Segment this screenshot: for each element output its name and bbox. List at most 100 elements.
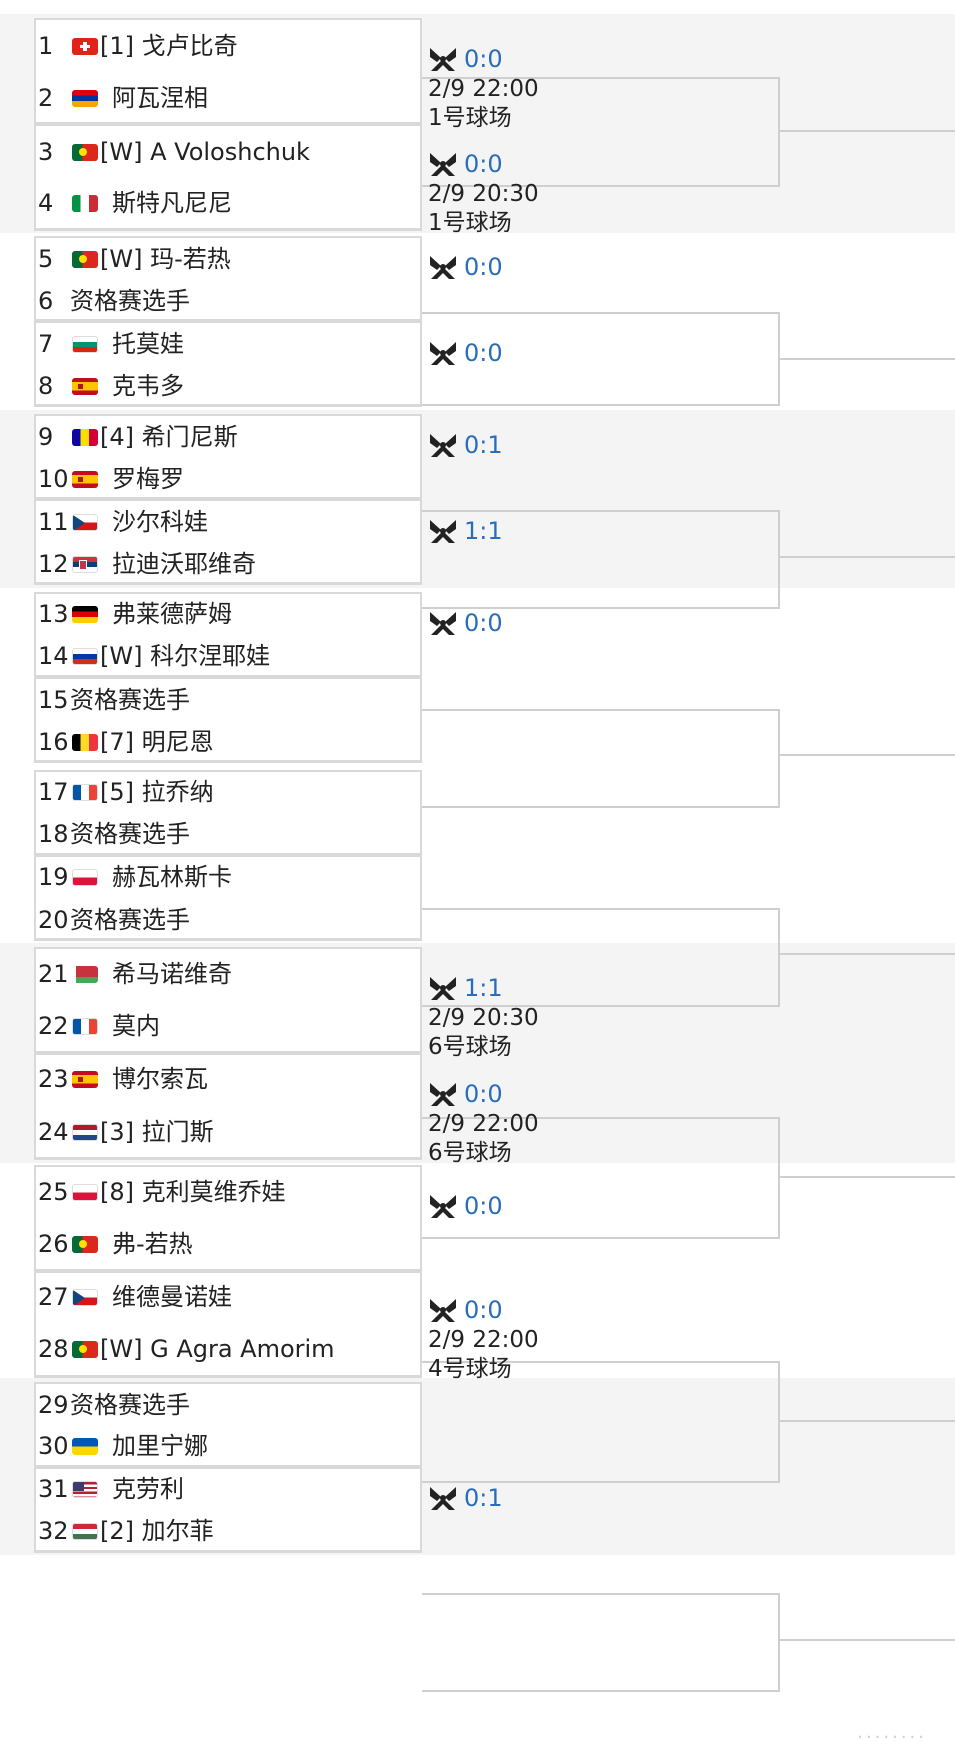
player-row[interactable]: 5[W] 玛-若热 <box>38 243 231 275</box>
match-score-link[interactable]: 0:0 <box>428 45 503 73</box>
player-name[interactable]: 拉迪沃耶维奇 <box>112 550 256 578</box>
match-score[interactable]: 0:0 <box>464 1296 503 1324</box>
player-name[interactable]: 弗-若热 <box>112 1230 193 1258</box>
match-score[interactable]: 0:0 <box>464 1080 503 1108</box>
player-row[interactable]: 3[W] A Voloshchuk <box>38 136 310 168</box>
player-row[interactable]: 16[7] 明尼恩 <box>38 726 214 758</box>
match-score[interactable]: 0:0 <box>464 45 503 73</box>
player-name[interactable]: 克劳利 <box>112 1475 184 1503</box>
match-score[interactable]: 0:0 <box>464 253 503 281</box>
pair-box <box>34 1382 422 1468</box>
player-row[interactable]: 14[W] 科尔涅耶娃 <box>38 640 270 672</box>
player-name[interactable]: [1] 戈卢比奇 <box>100 32 238 60</box>
player-name[interactable]: 资格赛选手 <box>70 686 190 714</box>
player-name[interactable]: 希马诺维奇 <box>112 960 232 988</box>
player-name[interactable]: 托莫娃 <box>112 330 184 358</box>
bracket-connector <box>422 77 780 187</box>
player-row[interactable]: 24[3] 拉门斯 <box>38 1116 214 1148</box>
player-name[interactable]: 弗莱德萨姆 <box>112 600 232 628</box>
seed-number: 26 <box>38 1230 69 1258</box>
player-name[interactable]: 罗梅罗 <box>112 465 184 493</box>
match-score[interactable]: 0:0 <box>464 609 503 637</box>
player-name[interactable]: 维德曼诺娃 <box>112 1283 232 1311</box>
player-name[interactable]: 博尔索瓦 <box>112 1065 208 1093</box>
match-score[interactable]: 0:0 <box>464 339 503 367</box>
match-score[interactable]: 0:0 <box>464 1192 503 1220</box>
match-score[interactable]: 0:0 <box>464 150 503 178</box>
match-score-link[interactable]: 0:0 <box>428 1296 503 1324</box>
player-name[interactable]: 克韦多 <box>112 372 184 400</box>
player-name[interactable]: 资格赛选手 <box>70 906 190 934</box>
player-row[interactable]: 26 弗-若热 <box>38 1228 193 1260</box>
player-name[interactable]: 加里宁娜 <box>112 1432 208 1460</box>
player-name[interactable]: 资格赛选手 <box>70 1391 190 1419</box>
player-row[interactable]: 27 维德曼诺娃 <box>38 1281 232 1313</box>
czech-flag-icon <box>72 1288 98 1306</box>
seed-number: 27 <box>38 1283 69 1311</box>
player-name[interactable]: 阿瓦涅相 <box>112 84 208 112</box>
player-name[interactable]: [7] 明尼恩 <box>100 728 214 756</box>
player-name[interactable]: [W] A Voloshchuk <box>100 138 310 166</box>
player-row[interactable]: 13 弗莱德萨姆 <box>38 598 232 630</box>
match-score[interactable]: 1:1 <box>464 974 503 1002</box>
player-name[interactable]: 斯特凡尼尼 <box>112 189 232 217</box>
player-name[interactable]: 莫内 <box>112 1012 160 1040</box>
match-score-link[interactable]: 0:0 <box>428 1192 503 1220</box>
player-name[interactable]: 赫瓦林斯卡 <box>112 863 232 891</box>
match-score-link[interactable]: 0:0 <box>428 339 503 367</box>
match-score-link[interactable]: 0:1 <box>428 1484 503 1512</box>
match-score-link[interactable]: 0:0 <box>428 253 503 281</box>
player-name[interactable]: [8] 克利莫维乔娃 <box>100 1178 286 1206</box>
player-name[interactable]: [2] 加尔菲 <box>100 1517 214 1545</box>
player-name[interactable]: [3] 拉门斯 <box>100 1118 214 1146</box>
match-score[interactable]: 1:1 <box>464 517 503 545</box>
match-score-link[interactable]: 0:1 <box>428 431 503 459</box>
player-name[interactable]: 资格赛选手 <box>70 820 190 848</box>
match-time: 2/9 22:00 <box>428 1111 539 1137</box>
match-score-link[interactable]: 1:1 <box>428 974 503 1002</box>
player-name[interactable]: [W] 科尔涅耶娃 <box>100 642 271 670</box>
match-score-link[interactable]: 0:0 <box>428 1080 503 1108</box>
player-name[interactable]: [W] G Agra Amorim <box>100 1335 335 1363</box>
player-row[interactable]: 9[4] 希门尼斯 <box>38 421 238 453</box>
player-name[interactable]: [4] 希门尼斯 <box>100 423 238 451</box>
player-name[interactable]: [5] 拉乔纳 <box>100 778 214 806</box>
match-score-link[interactable]: 0:0 <box>428 609 503 637</box>
seed-number: 32 <box>38 1517 69 1545</box>
tennis-match-icon <box>428 517 458 545</box>
player-name[interactable]: [W] 玛-若热 <box>100 245 231 273</box>
player-row[interactable]: 25[8] 克利莫维乔娃 <box>38 1176 286 1208</box>
player-name[interactable]: 资格赛选手 <box>70 287 190 315</box>
player-name[interactable]: 沙尔科娃 <box>112 508 208 536</box>
player-row[interactable]: 28[W] G Agra Amorim <box>38 1333 335 1365</box>
bracket-connector <box>422 1593 780 1692</box>
match-score-link[interactable]: 1:1 <box>428 517 503 545</box>
match-score[interactable]: 0:1 <box>464 1484 503 1512</box>
player-row[interactable]: 1[1] 戈卢比奇 <box>38 30 238 62</box>
player-row[interactable]: 17[5] 拉乔纳 <box>38 776 214 808</box>
seed-number: 13 <box>38 600 69 628</box>
match-score-link[interactable]: 0:0 <box>428 150 503 178</box>
player-row[interactable]: 32 [2] 加尔菲 <box>38 1515 214 1547</box>
match-score[interactable]: 0:1 <box>464 431 503 459</box>
